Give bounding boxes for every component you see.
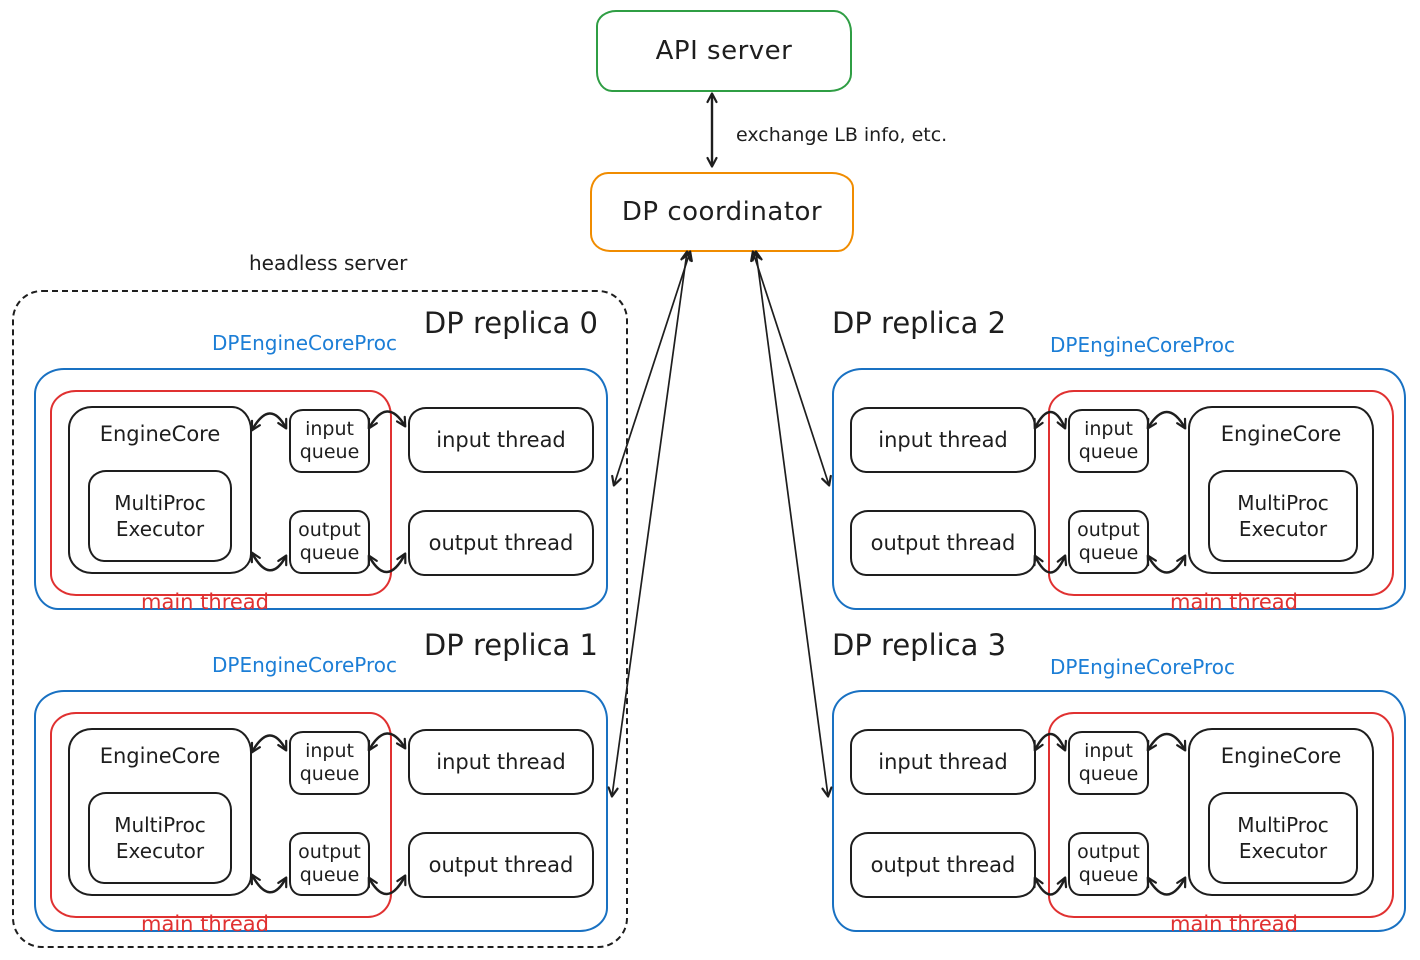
replica-2-output-queue-box: output queue bbox=[1068, 510, 1149, 574]
replica-3-input-queue-label: input queue bbox=[1078, 740, 1139, 785]
replica-2-multiproc-executor-box: MultiProc Executor bbox=[1208, 470, 1358, 562]
replica-0-input-thread-label: input thread bbox=[436, 428, 566, 452]
replica-0-enginecore-label: EngineCore bbox=[99, 422, 221, 446]
replica-1-output-thread-label: output thread bbox=[428, 853, 574, 877]
replica-1-enginecore-label: EngineCore bbox=[99, 744, 221, 768]
replica-0-proc-box bbox=[34, 368, 608, 610]
replica-0: DP replica 0 DPEngineCoreProc EngineCore… bbox=[34, 306, 608, 614]
replica-3-enginecore-label: EngineCore bbox=[1220, 744, 1342, 768]
replica-3-output-thread-label: output thread bbox=[870, 853, 1016, 877]
dp-coordinator-box: DP coordinator bbox=[590, 172, 854, 252]
replica-3-output-queue-box: output queue bbox=[1068, 832, 1149, 896]
api-server-label: API server bbox=[655, 36, 793, 66]
replica-2-main-thread-box bbox=[1048, 390, 1394, 596]
headless-server-label: headless server bbox=[249, 251, 408, 275]
replica-3-input-queue-box: input queue bbox=[1068, 731, 1149, 795]
replica-2-output-queue-label: output queue bbox=[1077, 519, 1140, 564]
replica-0-output-thread-label: output thread bbox=[428, 531, 574, 555]
replica-3-output-thread-box: output thread bbox=[850, 832, 1036, 898]
replica-2-proc-box bbox=[832, 368, 1406, 610]
replica-3-proc-label: DPEngineCoreProc bbox=[1050, 655, 1236, 679]
replica-1-title: DP replica 1 bbox=[423, 628, 598, 662]
replica-3-enginecore-box: EngineCore MultiProc Executor bbox=[1188, 728, 1374, 896]
api-server-box: API server bbox=[596, 10, 852, 92]
replica-0-main-thread-label: main thread bbox=[141, 590, 269, 614]
replica-3-main-thread-box bbox=[1048, 712, 1394, 918]
replica-1-proc-label: DPEngineCoreProc bbox=[212, 653, 398, 677]
replica-1-enginecore-box: EngineCore MultiProc Executor bbox=[68, 728, 252, 896]
replica-3-proc-box bbox=[832, 690, 1406, 932]
replica-2-input-queue-box: input queue bbox=[1068, 409, 1149, 473]
replica-2-enginecore-label: EngineCore bbox=[1220, 422, 1342, 446]
replica-2-multiproc-executor-label: MultiProc Executor bbox=[1237, 491, 1329, 541]
replica-3-output-queue-label: output queue bbox=[1077, 841, 1140, 886]
replica-1-main-thread-label: main thread bbox=[141, 912, 269, 936]
replica-2-output-thread-label: output thread bbox=[870, 531, 1016, 555]
replica-1-input-queue-label: input queue bbox=[299, 740, 360, 785]
replica-1-output-thread-box: output thread bbox=[408, 832, 594, 898]
replica-2-input-queue-label: input queue bbox=[1078, 418, 1139, 463]
replica-0-multiproc-executor-label: MultiProc Executor bbox=[114, 491, 206, 541]
replica-1-multiproc-executor-box: MultiProc Executor bbox=[88, 792, 232, 884]
replica-3-title: DP replica 3 bbox=[832, 628, 1007, 662]
replica-1: DP replica 1 DPEngineCoreProc EngineCore… bbox=[34, 628, 608, 936]
replica-0-main-thread-box bbox=[50, 390, 392, 596]
replica-3-multiproc-executor-box: MultiProc Executor bbox=[1208, 792, 1358, 884]
replica-0-input-queue-label: input queue bbox=[299, 418, 360, 463]
replica-0-input-queue-box: input queue bbox=[289, 409, 370, 473]
replica-2-input-thread-box: input thread bbox=[850, 407, 1036, 473]
replica-1-input-thread-box: input thread bbox=[408, 729, 594, 795]
replica-3-main-thread-label: main thread bbox=[1170, 912, 1298, 936]
replica-0-enginecore-box: EngineCore MultiProc Executor bbox=[68, 406, 252, 574]
replica-2-input-thread-label: input thread bbox=[878, 428, 1008, 452]
replica-0-output-queue-box: output queue bbox=[289, 510, 370, 574]
replica-1-output-queue-box: output queue bbox=[289, 832, 370, 896]
replica-2-title: DP replica 2 bbox=[832, 306, 1007, 340]
replica-3-input-thread-box: input thread bbox=[850, 729, 1036, 795]
replica-1-input-thread-label: input thread bbox=[436, 750, 566, 774]
replica-3-input-thread-label: input thread bbox=[878, 750, 1008, 774]
replica-0-proc-label: DPEngineCoreProc bbox=[212, 331, 398, 355]
replica-0-title: DP replica 0 bbox=[423, 306, 598, 340]
replica-3: DP replica 3 DPEngineCoreProc input thre… bbox=[832, 628, 1406, 936]
replica-0-input-thread-box: input thread bbox=[408, 407, 594, 473]
exchange-lb-info-label: exchange LB info, etc. bbox=[736, 124, 948, 146]
replica-0-output-queue-label: output queue bbox=[298, 519, 361, 564]
coordinator-replica-2-arrow bbox=[750, 250, 832, 487]
replica-2-enginecore-box: EngineCore MultiProc Executor bbox=[1188, 406, 1374, 574]
replica-2-proc-label: DPEngineCoreProc bbox=[1050, 333, 1236, 357]
replica-1-input-queue-box: input queue bbox=[289, 731, 370, 795]
replica-1-output-queue-label: output queue bbox=[298, 841, 361, 886]
replica-3-multiproc-executor-label: MultiProc Executor bbox=[1237, 813, 1329, 863]
replica-2-main-thread-label: main thread bbox=[1170, 590, 1298, 614]
replica-2: DP replica 2 DPEngineCoreProc input thre… bbox=[832, 306, 1406, 614]
dp-coordinator-label: DP coordinator bbox=[621, 197, 823, 227]
replica-1-main-thread-box bbox=[50, 712, 392, 918]
coordinator-replica-3-arrow bbox=[751, 250, 833, 798]
replica-0-multiproc-executor-box: MultiProc Executor bbox=[88, 470, 232, 562]
replica-1-multiproc-executor-label: MultiProc Executor bbox=[114, 813, 206, 863]
replica-2-output-thread-box: output thread bbox=[850, 510, 1036, 576]
replica-0-output-thread-box: output thread bbox=[408, 510, 594, 576]
replica-1-proc-box bbox=[34, 690, 608, 932]
